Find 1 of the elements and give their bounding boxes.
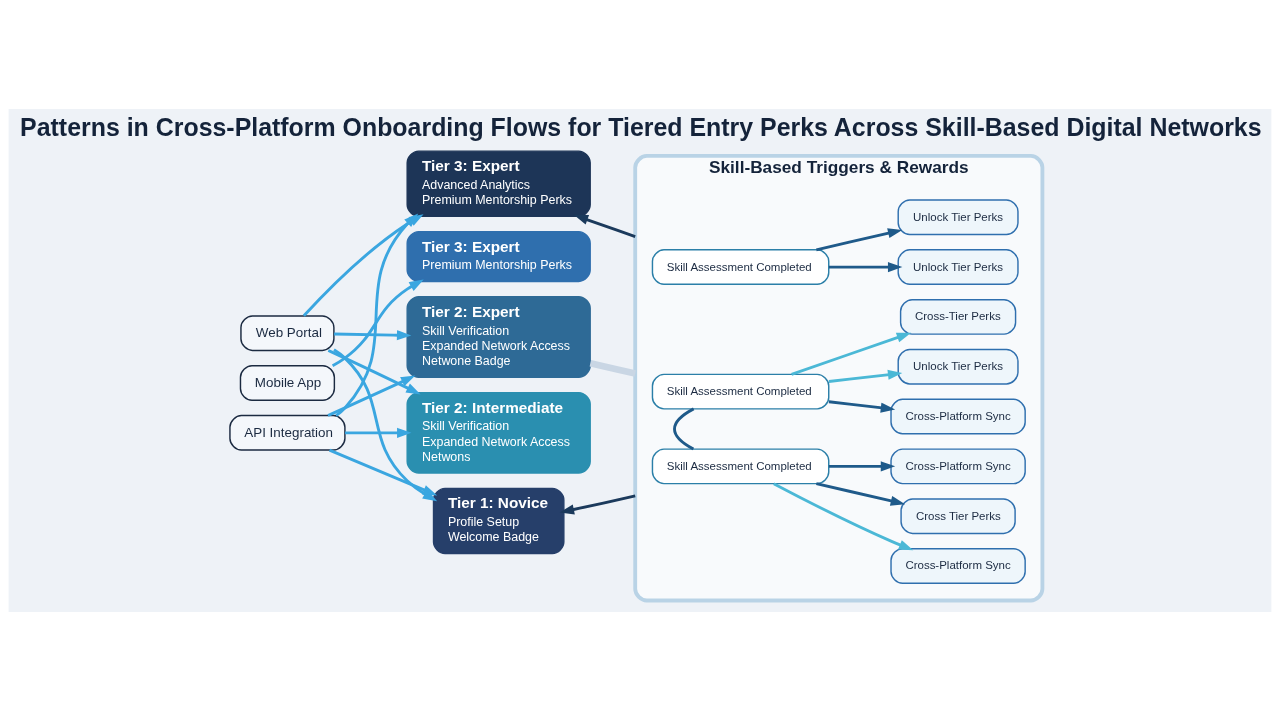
diagram-title: Patterns in Cross-Platform Onboarding Flows for Tiered Entry Perks Across Skill-Based Digital Networks (20, 112, 1262, 141)
